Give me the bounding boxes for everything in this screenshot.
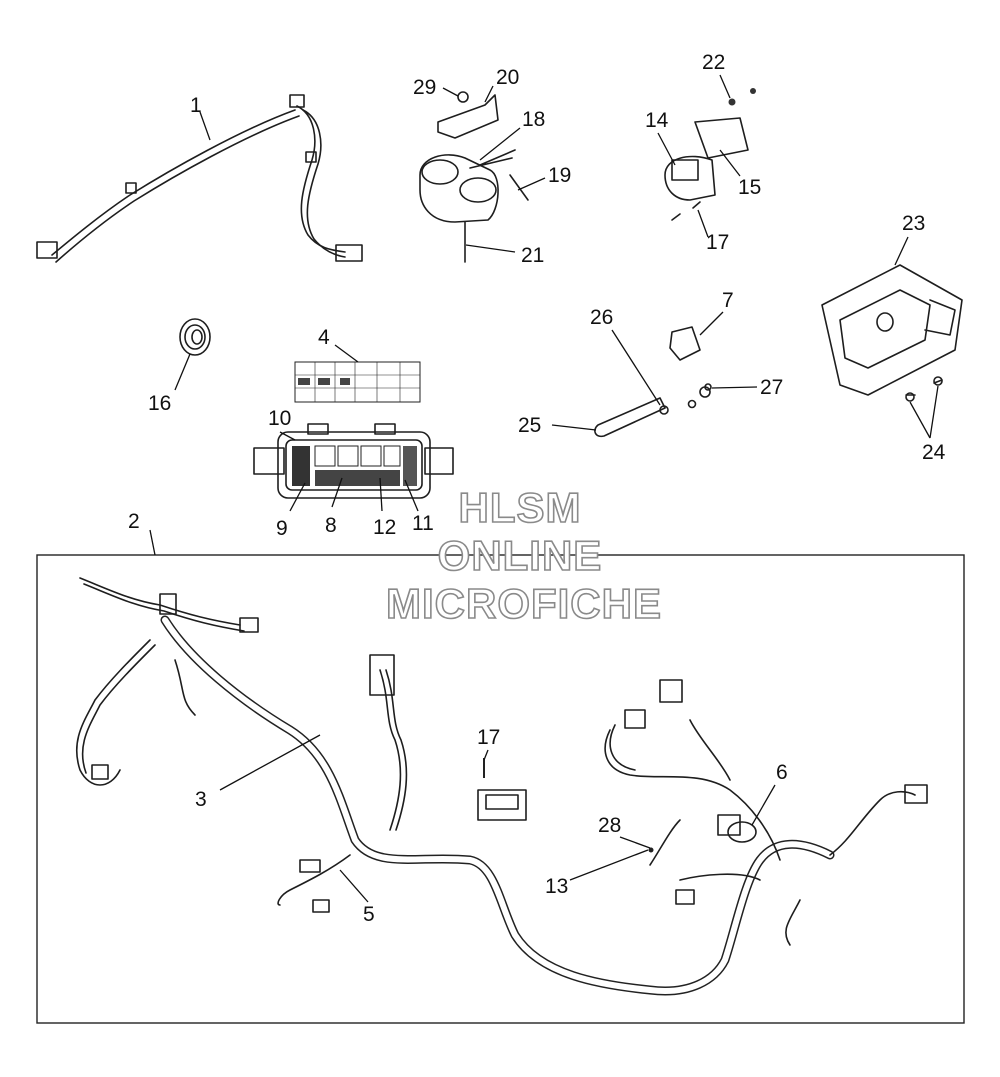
parts-8-12-fuse-block — [253, 423, 454, 499]
parts-18-21-coil-assembly — [419, 91, 529, 263]
callout-1: 1 — [190, 94, 202, 117]
callout-21: 21 — [521, 244, 544, 267]
callout-14: 14 — [645, 109, 669, 132]
main-harness-frame — [36, 554, 965, 1024]
callout-10: 10 — [268, 407, 291, 430]
callout-9: 9 — [276, 517, 288, 540]
callout-29: 29 — [413, 76, 436, 99]
callout-8: 8 — [325, 514, 337, 537]
callout-24: 24 — [922, 441, 946, 464]
callout-23: 23 — [902, 212, 925, 235]
leader-lines — [149, 74, 939, 903]
part-2-main-harness — [75, 577, 928, 996]
callout-25: 25 — [518, 414, 541, 437]
callout-17-upper: 17 — [706, 231, 729, 254]
callout-15: 15 — [738, 176, 761, 199]
part-1-harness — [36, 94, 363, 263]
part-4-fuse-label — [294, 361, 421, 403]
callout-13: 13 — [545, 875, 568, 898]
callout-6: 6 — [776, 761, 788, 784]
part-23-ecu — [821, 264, 963, 402]
callout-27: 27 — [760, 376, 783, 399]
part-16-grommet — [179, 318, 211, 356]
callout-17-lower: 17 — [477, 726, 500, 749]
callout-7: 7 — [722, 289, 734, 312]
callout-11: 11 — [412, 512, 434, 535]
parts-14-15-module — [664, 88, 756, 221]
callout-3: 3 — [195, 788, 207, 811]
callout-2: 2 — [128, 510, 140, 533]
callout-18: 18 — [522, 108, 545, 131]
callout-26: 26 — [590, 306, 613, 329]
callout-16: 16 — [148, 392, 171, 415]
callout-5: 5 — [363, 903, 375, 926]
watermark-line-3: MICROFICHE — [386, 580, 662, 627]
callout-22: 22 — [702, 51, 725, 74]
callout-28: 28 — [598, 814, 621, 837]
watermark: HLSM ONLINE MICROFICHE — [385, 483, 662, 628]
watermark-line-2: ONLINE — [438, 532, 603, 579]
callout-12: 12 — [373, 516, 396, 539]
callout-19: 19 — [548, 164, 571, 187]
callout-labels: 1 2 3 4 5 6 7 8 9 10 11 12 13 14 15 16 1… — [128, 51, 946, 926]
callout-20: 20 — [496, 66, 519, 89]
callout-4: 4 — [318, 326, 330, 349]
parts-7-25-27-bracket — [594, 326, 712, 438]
watermark-line-1: HLSM — [459, 484, 582, 531]
